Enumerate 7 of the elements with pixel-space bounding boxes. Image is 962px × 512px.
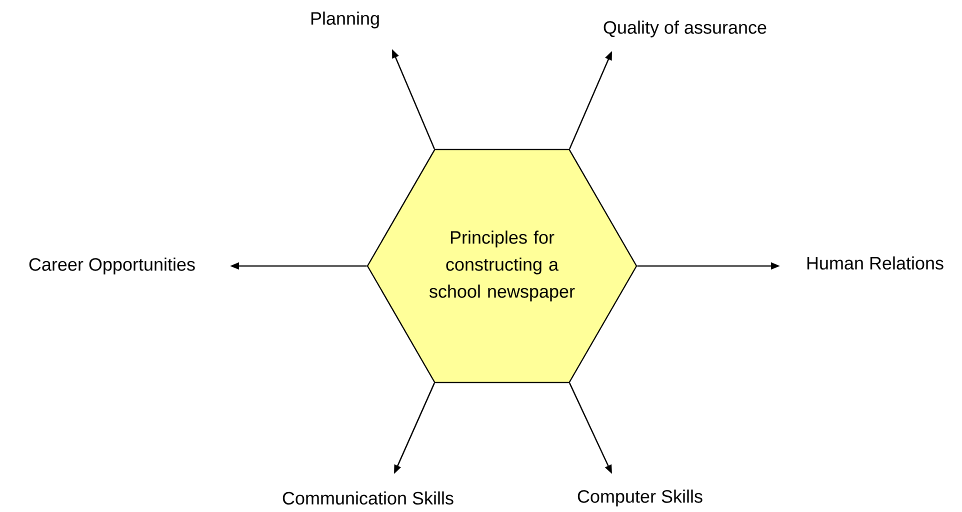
label-text: Career Opportunities (29, 258, 195, 274)
label-text: Computer Skills (578, 490, 702, 506)
label-text: Communication Skills (282, 491, 454, 505)
hexagon: Principles for constructing a school newspaper (366, 148, 638, 384)
label-text: Quality of assurance (604, 20, 766, 38)
label-text: Planning (311, 12, 379, 28)
label-text: Human Relations (807, 256, 944, 270)
